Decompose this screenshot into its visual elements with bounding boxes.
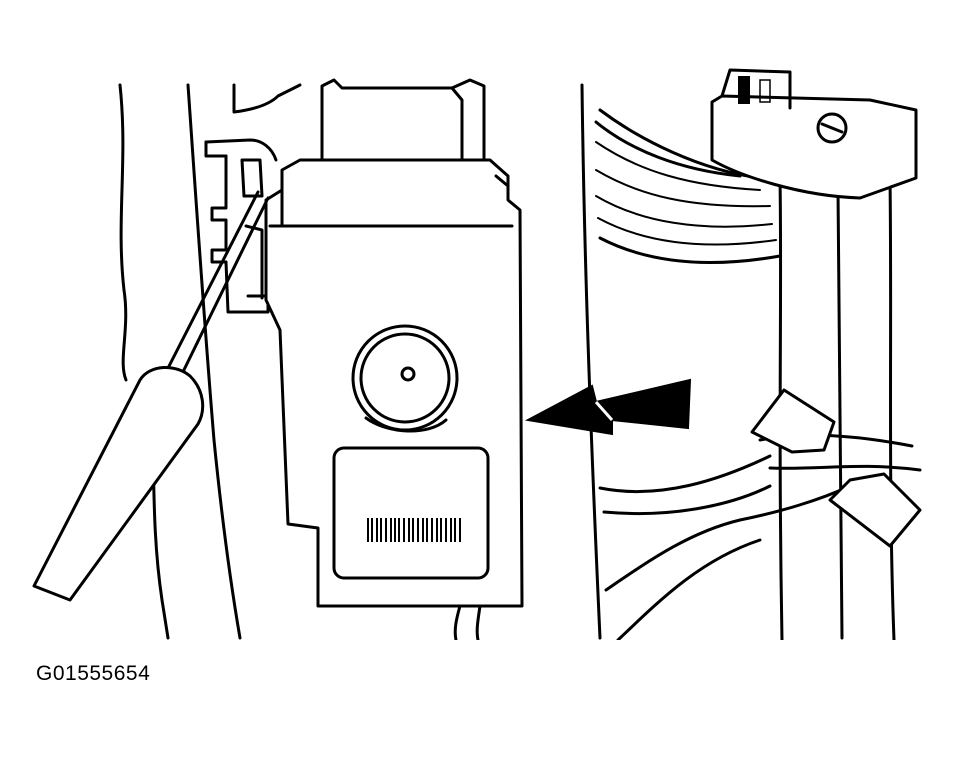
figure-code: G01555654 xyxy=(36,662,151,685)
screwdriver xyxy=(32,190,270,602)
mounting-stud xyxy=(351,324,459,433)
barcode-label xyxy=(332,446,490,580)
direction-arrow xyxy=(524,378,692,436)
column-tube xyxy=(580,83,896,642)
body-panel xyxy=(118,83,242,640)
mounting-bracket xyxy=(204,83,302,314)
switch-housing xyxy=(710,68,918,200)
housing-label xyxy=(738,76,750,104)
control-module xyxy=(264,158,524,608)
wiring-harness xyxy=(453,388,922,642)
barcode xyxy=(367,518,461,542)
connector-block xyxy=(320,78,486,162)
module-removal-drawing xyxy=(32,68,922,642)
